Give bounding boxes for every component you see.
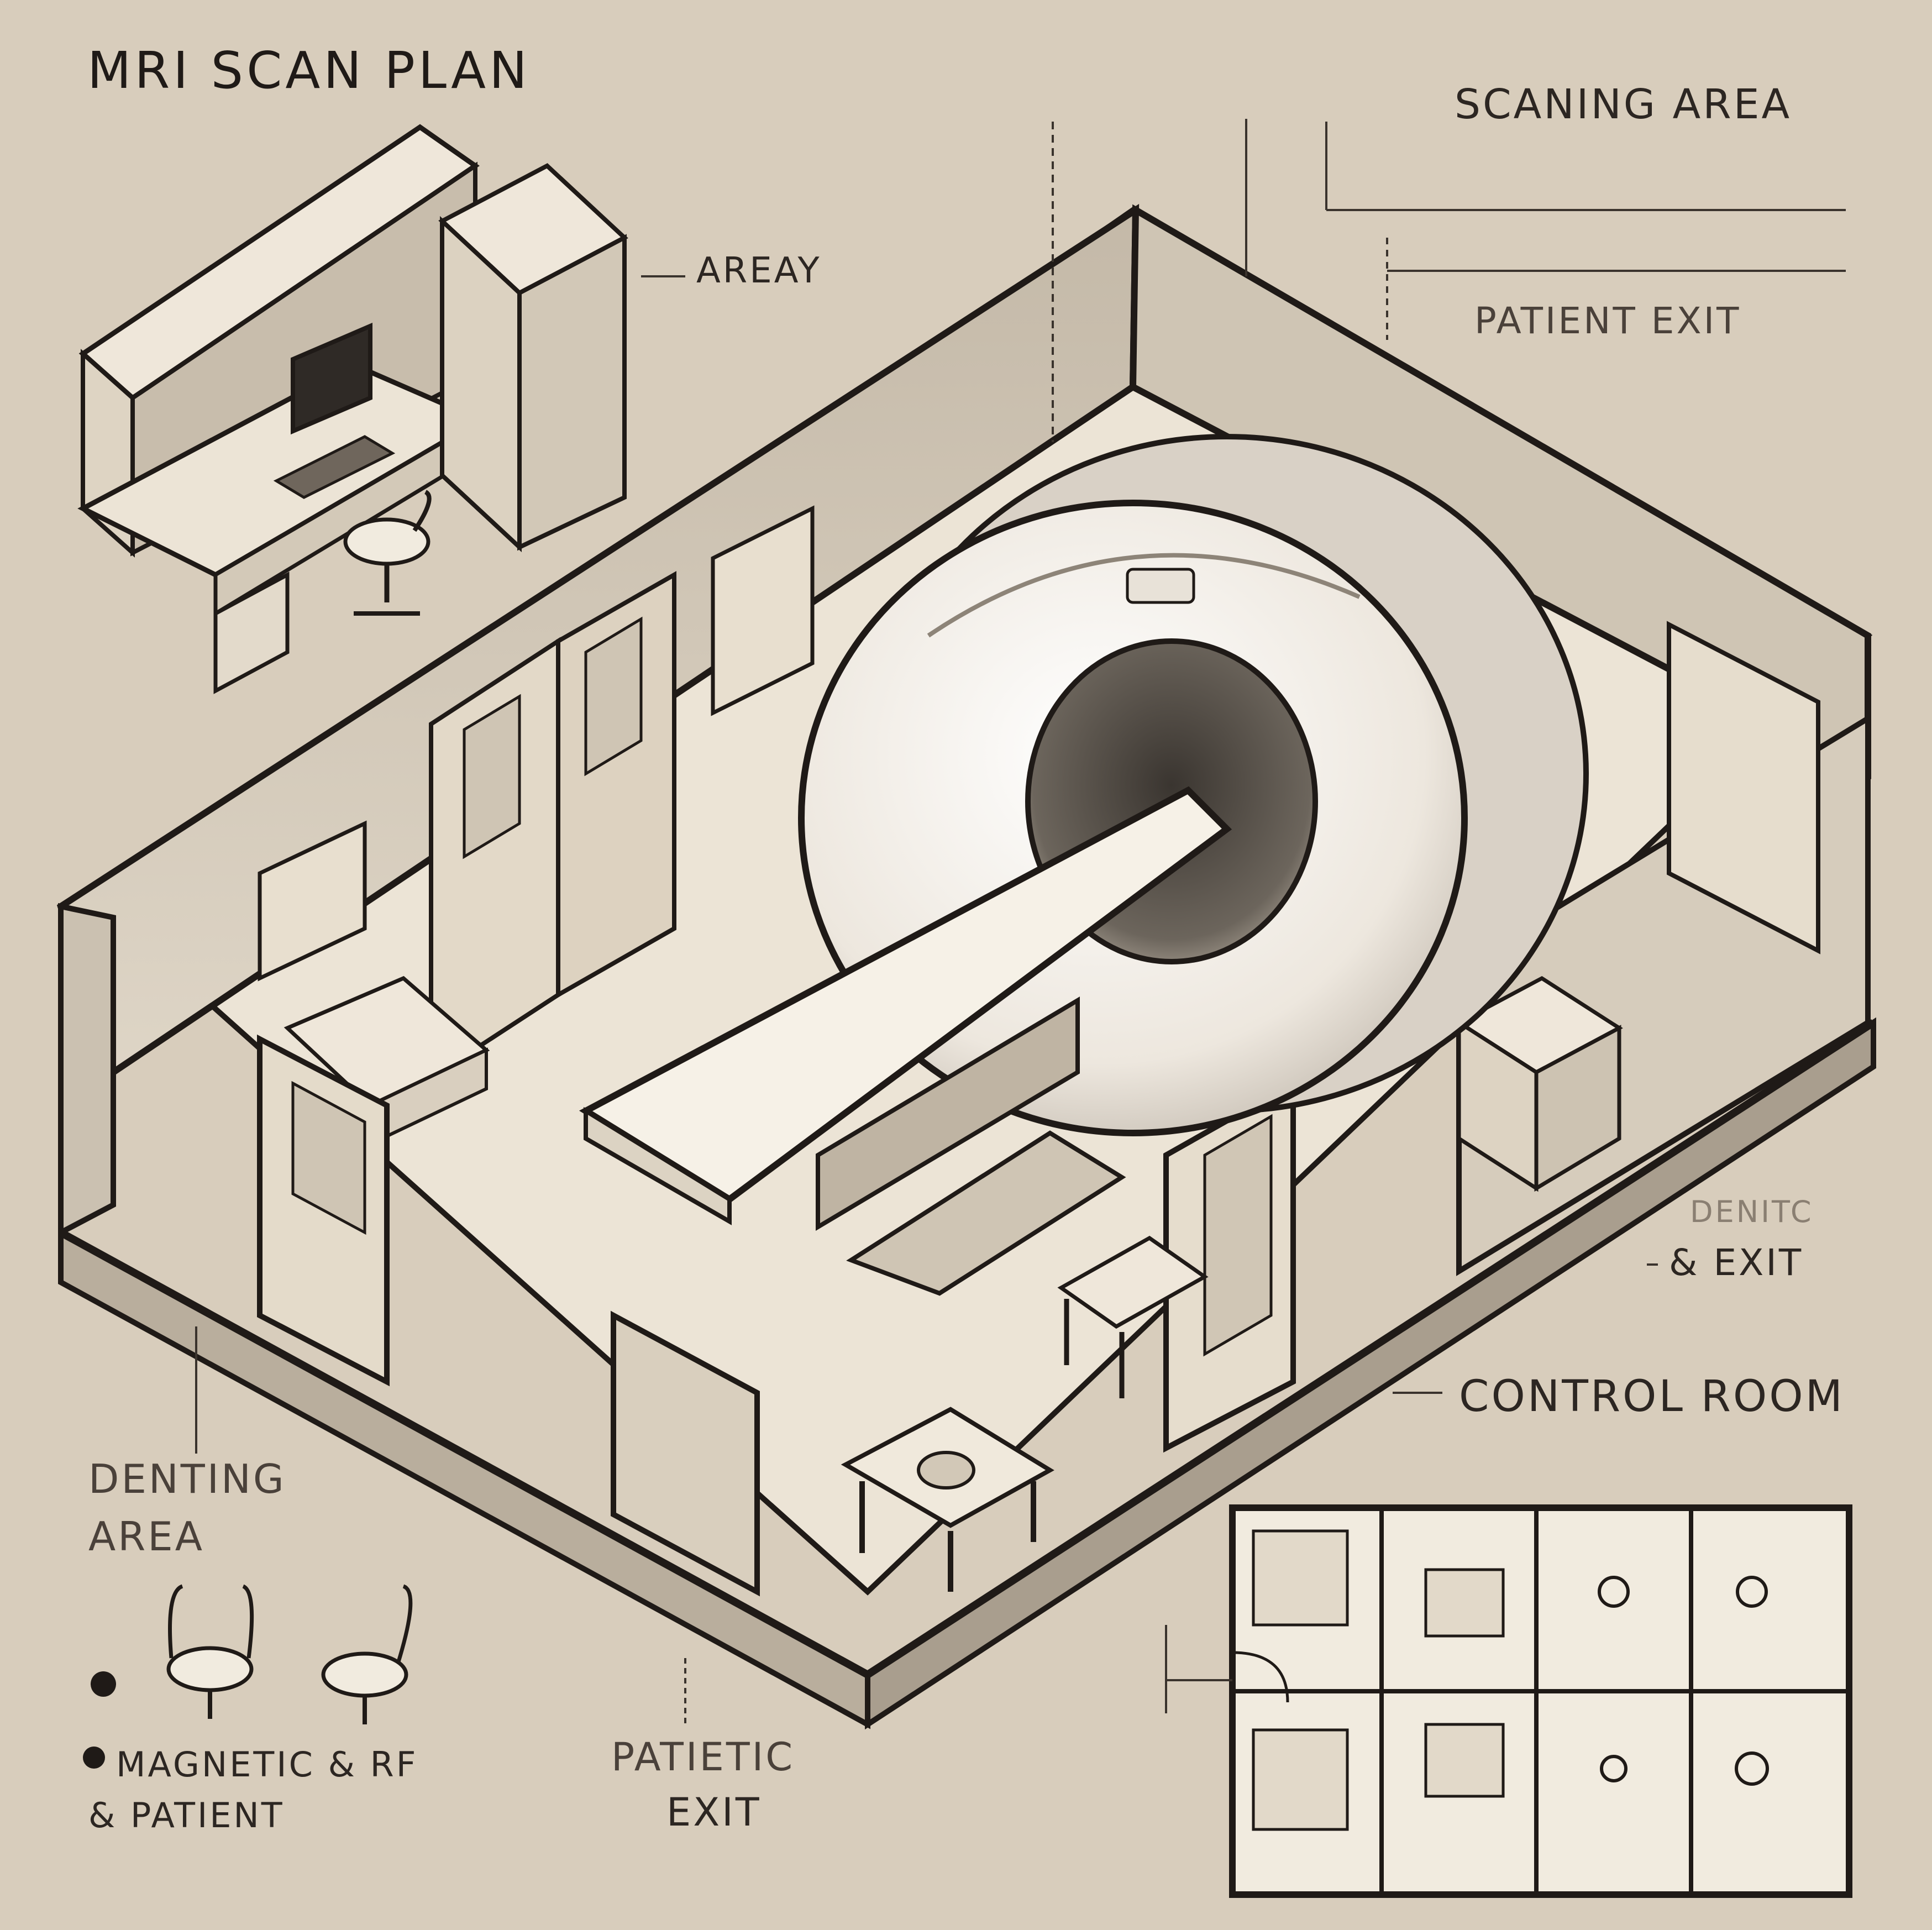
stool (841, 1407, 1054, 1592)
label-patietic: PATIETIC (611, 1734, 795, 1780)
waiting-chairs (166, 1584, 413, 1724)
patient-table (579, 786, 1232, 1296)
label-denting: DENTING (88, 1456, 286, 1502)
double-doors (429, 571, 676, 1082)
label-patient-bottom: & PATIENT (88, 1795, 285, 1835)
desk-monitor (291, 322, 372, 435)
label-exit-right: & EXIT (1669, 1241, 1804, 1284)
control-desk-illustration (77, 124, 628, 694)
desk-chair (343, 490, 432, 616)
label-scanning-area: SCANING AREA (1455, 81, 1792, 128)
front-bench (1057, 1235, 1209, 1398)
label-denting-area: AREA (88, 1513, 205, 1560)
bullet-dot-2 (83, 1747, 105, 1769)
right-cabinet (1455, 976, 1623, 1192)
wall-chart-panel (711, 505, 815, 716)
desk-keyboard (273, 435, 396, 499)
left-wall (58, 903, 116, 1237)
label-areay: AREAY (696, 250, 822, 291)
label-exit-bottom: EXIT (666, 1790, 762, 1835)
label-control-room: CONTROL ROOM (1459, 1372, 1845, 1422)
dimension-lines (195, 119, 1846, 1724)
page-title: MRI SCAN PLAN (87, 41, 531, 100)
bullet-dot-1 (91, 1671, 116, 1697)
door-back-right (1667, 621, 1820, 954)
label-patient-exit-top: PATIENT EXIT (1474, 300, 1741, 342)
label-magnetic-rf: MAGNETIC & RF (116, 1744, 418, 1785)
floor-plan (1229, 1504, 1852, 1898)
door-front-center (611, 1310, 760, 1597)
label-dentic: DENITC (1690, 1194, 1814, 1229)
wall-monitor (258, 820, 367, 982)
